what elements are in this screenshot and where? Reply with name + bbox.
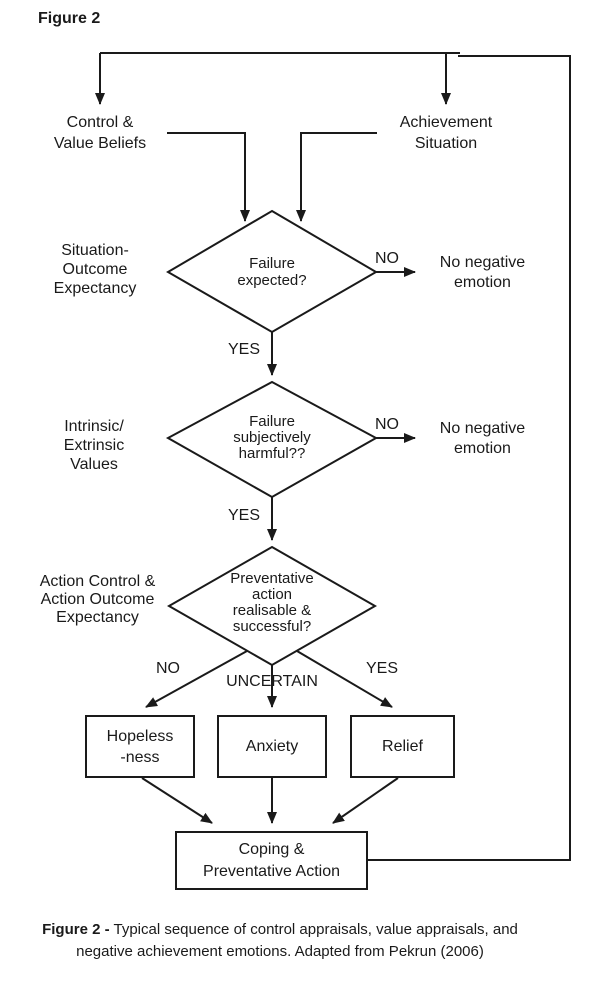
edge-label-no-1: NO [375, 250, 399, 267]
box-anxiety: Anxiety [217, 715, 327, 778]
edge-label-no-2: NO [375, 416, 399, 433]
node-control-value-beliefs: Control & Value Beliefs [53, 114, 147, 152]
box-coping-preventative-action: Coping & Preventative Action [175, 831, 368, 890]
arrow-relief-to-coping [332, 777, 399, 824]
label-action-control-expectancy: Action Control & Action Outcome Expectan… [39, 573, 156, 626]
caption-line2: negative achievement emotions. Adapted f… [76, 943, 484, 960]
caption-line1: Typical sequence of control appraisals, … [109, 921, 518, 938]
arrow-yes-3 [296, 650, 393, 708]
figure-caption: Figure 2 - Typical sequence of control a… [20, 919, 540, 963]
arrow-no-3 [145, 650, 248, 708]
connector-beliefs-to-d1 [167, 132, 250, 222]
outcome-no-negative-emotion-1: No negative emotion [439, 254, 526, 291]
feedback-loop-line [368, 55, 571, 861]
connector-situation-to-d1 [296, 132, 377, 222]
edge-label-yes-1: YES [227, 341, 260, 358]
node-achievement-situation: Achievement Situation [399, 114, 493, 152]
label-intrinsic-extrinsic-values: Intrinsic/ Extrinsic Values [63, 418, 125, 473]
edge-label-yes-3: YES [365, 660, 398, 677]
diamond-text-failure-expected: Failure expected? [237, 255, 307, 289]
arrow-hopelessness-to-coping [141, 777, 213, 824]
diamond-text-preventative-action: Preventative action realisable & success… [230, 570, 314, 635]
edge-label-uncertain: UNCERTAIN [226, 673, 318, 690]
label-situation-outcome-expectancy: Situation- Outcome Expectancy [53, 242, 137, 297]
edge-label-no-3: NO [156, 660, 180, 677]
edge-label-yes-2: YES [227, 507, 260, 524]
box-relief: Relief [350, 715, 455, 778]
outcome-no-negative-emotion-2: No negative emotion [439, 420, 526, 457]
box-hopelessness: Hopeless -ness [85, 715, 195, 778]
caption-label: Figure 2 - [42, 921, 110, 938]
figure-title: Figure 2 [38, 10, 101, 27]
diamond-text-failure-harmful: Failure subjectively harmful?? [233, 413, 311, 462]
